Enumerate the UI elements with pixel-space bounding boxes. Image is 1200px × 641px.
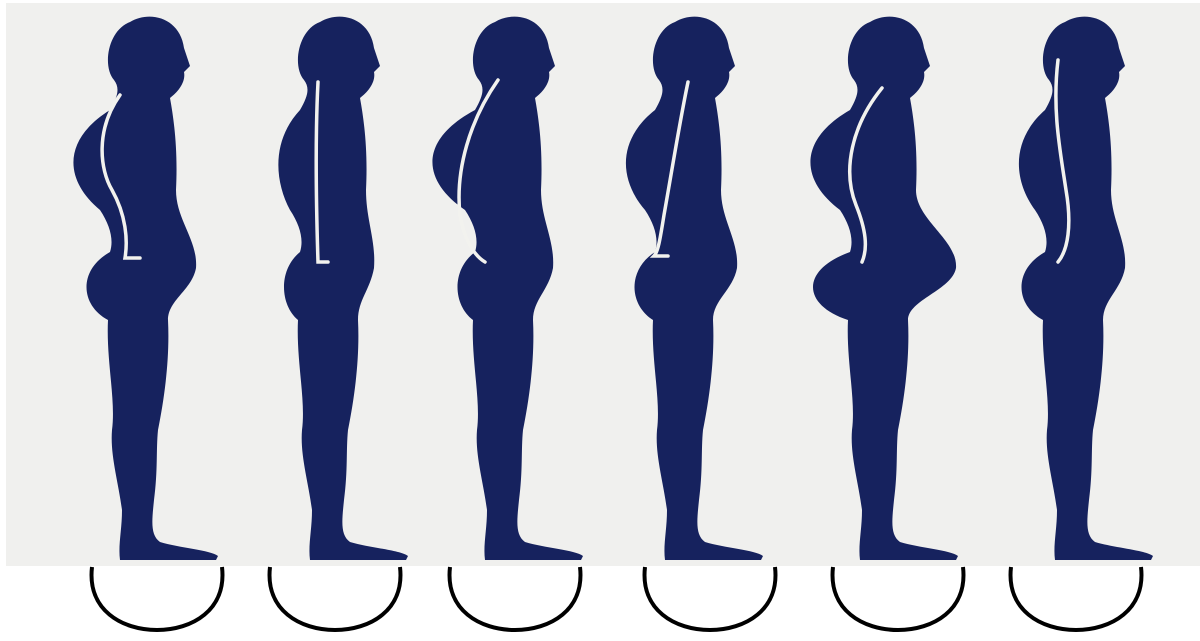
arc-icon [833, 567, 964, 630]
posture-4-silhouette [626, 17, 763, 560]
posture-6-silhouette [1019, 17, 1153, 560]
arc-icon [92, 567, 223, 630]
posture-5-silhouette [810, 17, 958, 560]
arc-icon [450, 567, 581, 630]
posture-3-silhouette [432, 17, 583, 560]
posture-6 [1011, 17, 1153, 630]
posture-1-silhouette [73, 17, 218, 560]
posture-5 [810, 17, 963, 630]
arc-icon [645, 567, 776, 630]
posture-3 [432, 17, 583, 630]
posture-1 [73, 17, 222, 630]
posture-4 [626, 17, 776, 630]
posture-2-silhouette [278, 17, 408, 560]
posture-2 [270, 17, 408, 630]
arc-icon [270, 567, 401, 630]
arc-icon [1011, 567, 1142, 630]
